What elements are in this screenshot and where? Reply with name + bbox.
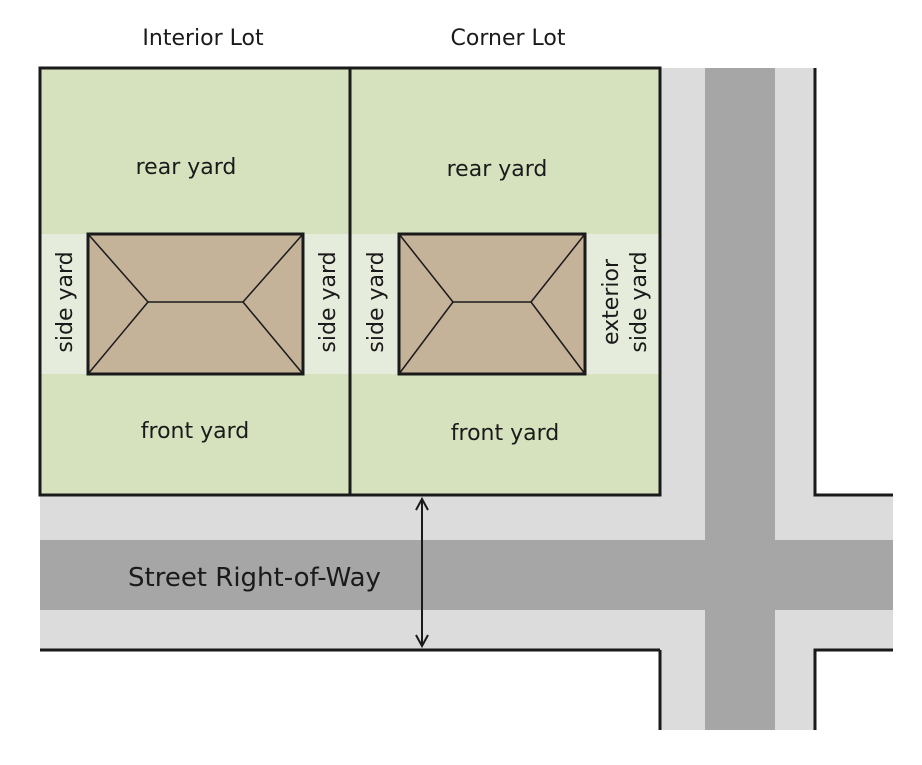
interior-lot-right-side-yard-label: side yard [316,251,341,352]
interior-lot-front-yard-label: front yard [141,419,249,444]
street-edge-corner-lower-right [813,648,893,730]
interior-lot-left-side-yard-label: side yard [53,251,78,352]
street-edge-corner-right [813,68,893,497]
corner-lot-exterior-label: exterior [599,258,624,345]
interior-lot-house-icon [86,232,305,376]
corner-lot-front-yard-label: front yard [451,421,559,446]
street-network [40,68,893,730]
corner-lot: Corner Lot rear yard front yard side yar… [348,26,662,497]
vertical-roadway [705,68,775,730]
corner-lot-house-icon [397,232,587,376]
interior-lot: Interior Lot rear yard front yard side y… [38,26,352,497]
street-right-of-way-label: Street Right-of-Way [128,563,381,593]
corner-lot-title: Corner Lot [451,26,566,51]
corner-lot-boundary [348,66,662,497]
right-of-way-dimension-arrow [415,496,429,649]
corner-lot-rear-yard-label: rear yard [447,157,548,182]
corner-lot-left-side-yard-label: side yard [364,251,389,352]
corner-lot-exterior-side-yard-label: side yard [627,251,652,352]
interior-lot-rear-yard-label: rear yard [136,155,237,180]
interior-lot-title: Interior Lot [142,26,264,51]
